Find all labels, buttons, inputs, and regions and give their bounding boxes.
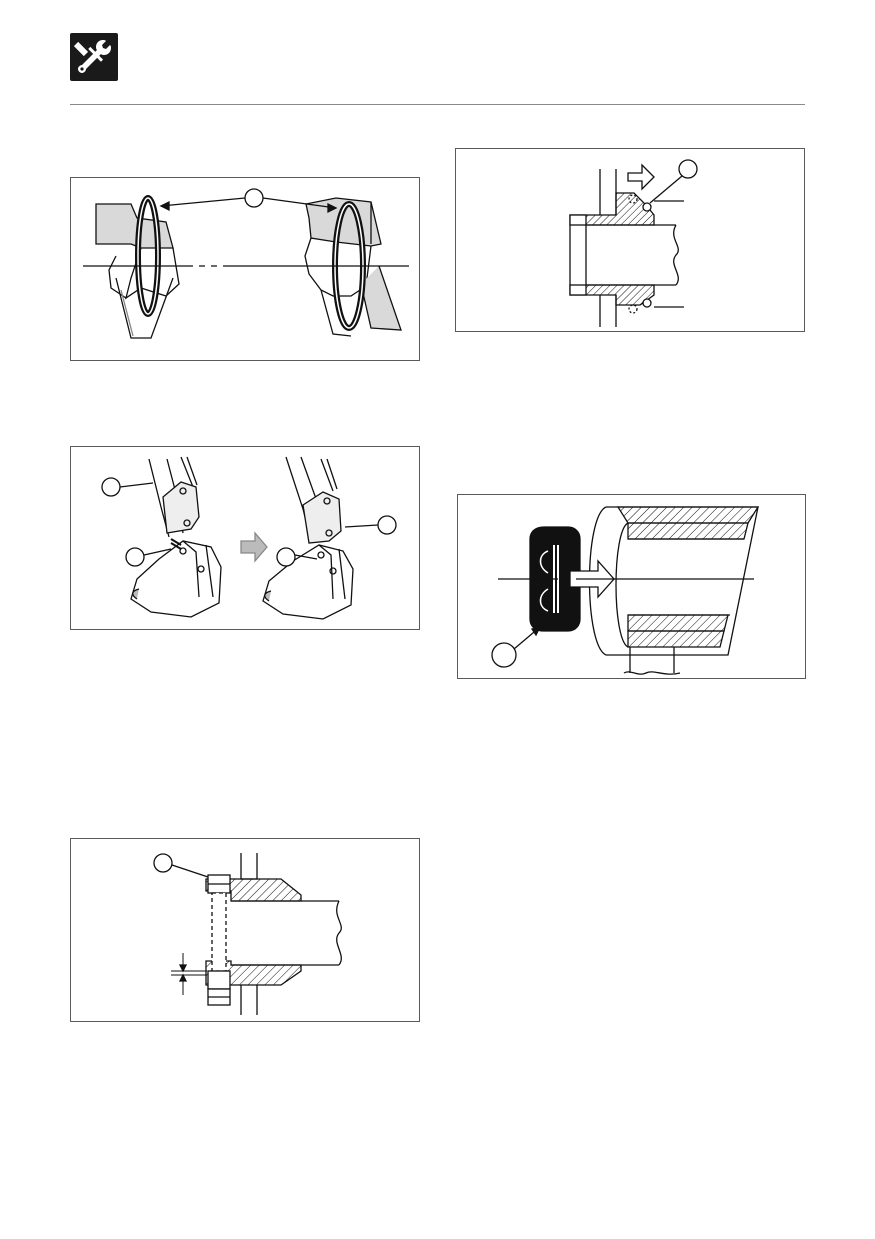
figure-bushing-seal [455,148,805,332]
header-divider [70,104,805,105]
figure-press-in-bushing [457,494,806,679]
wrench-screwdriver-icon [70,33,118,81]
figure-bucket-coupling [70,446,420,630]
figure-ring-positions [70,177,420,361]
figure-bolt-shim-clearance [70,838,420,1022]
